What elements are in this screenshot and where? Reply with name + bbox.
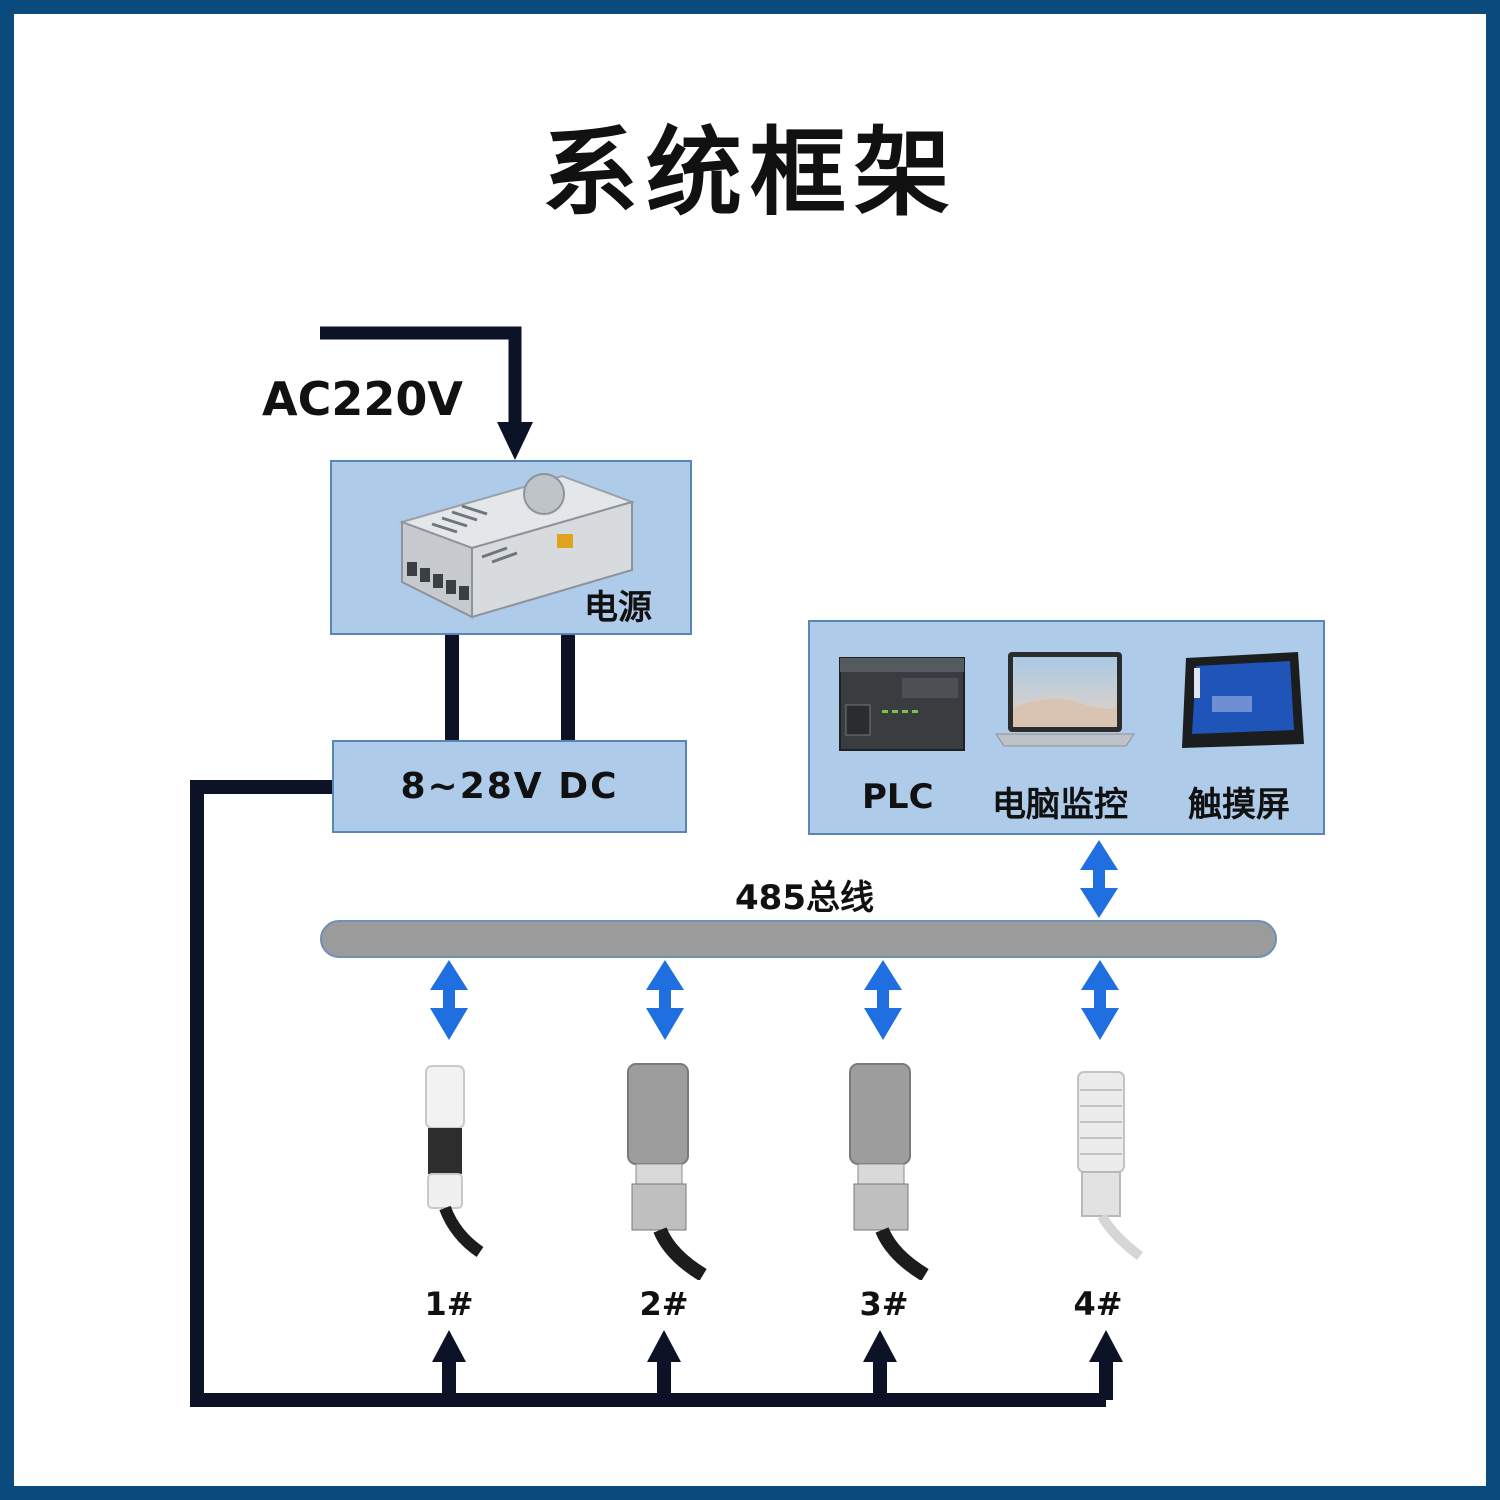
power-supply-label: 电源 — [584, 588, 652, 628]
ac-input-arrowhead — [497, 422, 533, 460]
sensor-2-icon — [627, 1063, 707, 1280]
controller-box: PLC 电脑监控 触摸屏 — [808, 620, 1325, 835]
bus-sensor-arrow-1 — [430, 960, 468, 1040]
sensor-4-icon — [1077, 1071, 1143, 1261]
sensor-power-arrow-4 — [1089, 1330, 1123, 1400]
laptop-icon — [995, 652, 1135, 747]
controller-label-plc: PLC — [862, 777, 934, 817]
bus-controller-arrow — [1080, 840, 1118, 918]
controller-label-pc: 电脑监控 — [992, 785, 1128, 825]
dc-feed-line — [190, 780, 1106, 1407]
sensor-label-1: 1# — [424, 1285, 474, 1323]
sensor-power-arrow-3 — [863, 1330, 897, 1400]
bus-sensor-arrow-3 — [864, 960, 902, 1040]
sensor-1-icon — [425, 1065, 484, 1257]
rs485-bus — [320, 920, 1277, 958]
sensor-power-arrow-2 — [647, 1330, 681, 1400]
touchscreen-icon — [1182, 652, 1304, 748]
ac-input-line — [320, 326, 522, 425]
sensor-label-3: 3# — [859, 1285, 909, 1323]
sensor-label-2: 2# — [639, 1285, 689, 1323]
page-title: 系统框架 — [542, 117, 958, 229]
plc-icon — [839, 657, 965, 751]
bus-label: 485总线 — [735, 878, 874, 918]
controller-label-touchscreen: 触摸屏 — [1188, 785, 1290, 825]
sensor-power-arrow-1 — [432, 1330, 466, 1400]
power-supply-box: 电源 — [330, 460, 692, 635]
dc-output-label: 8~28V DC — [400, 766, 619, 807]
sensor-3-icon — [849, 1063, 929, 1280]
bus-sensor-arrow-4 — [1081, 960, 1119, 1040]
sensor-label-4: 4# — [1073, 1285, 1123, 1323]
ac-input-label: AC220V — [262, 372, 463, 426]
power-supply-icon — [398, 473, 636, 619]
dc-output-box: 8~28V DC — [332, 740, 687, 833]
bus-sensor-arrow-2 — [646, 960, 684, 1040]
